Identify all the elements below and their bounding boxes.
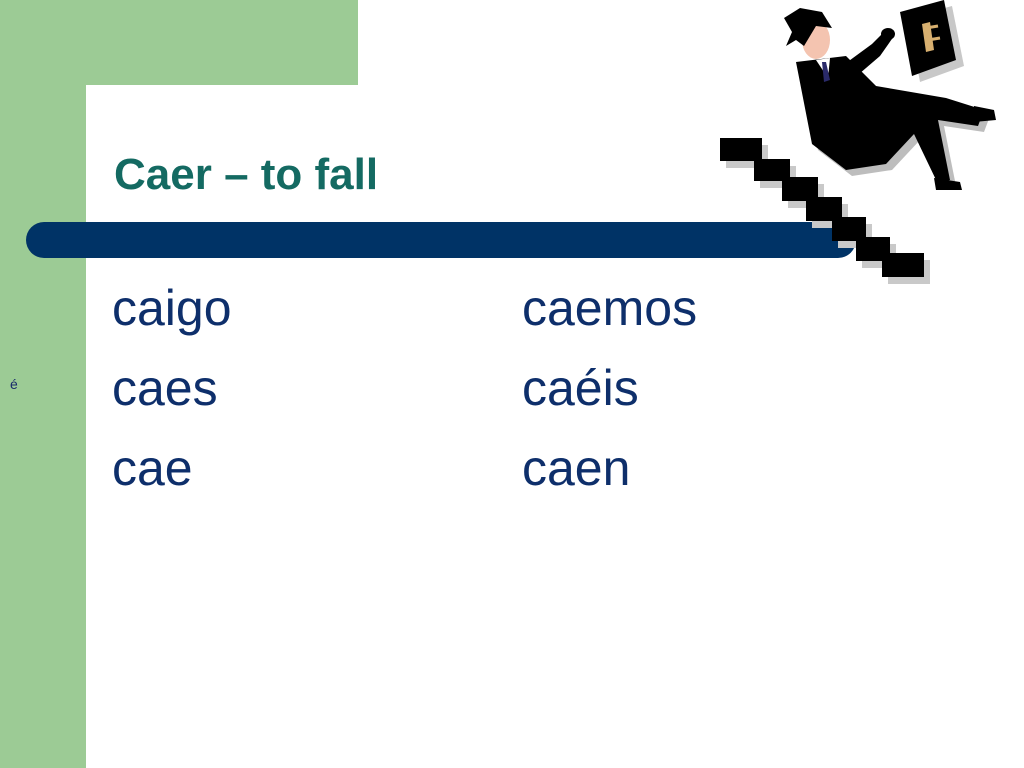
plural-form: caen	[522, 440, 631, 496]
top-green-band	[0, 0, 358, 85]
title-underline-bar	[26, 222, 856, 258]
plural-form: caéis	[522, 360, 639, 416]
plural-form: caemos	[522, 280, 698, 336]
side-character: é	[10, 376, 18, 392]
content-panel	[86, 85, 1024, 768]
singular-form: caes	[112, 360, 218, 416]
left-green-band	[0, 0, 86, 768]
man-falling-down-stairs-icon	[720, 0, 996, 284]
singular-form: cae	[112, 440, 193, 496]
slide-title: Caer – to fall	[114, 150, 379, 199]
singular-form: caigo	[112, 280, 232, 336]
